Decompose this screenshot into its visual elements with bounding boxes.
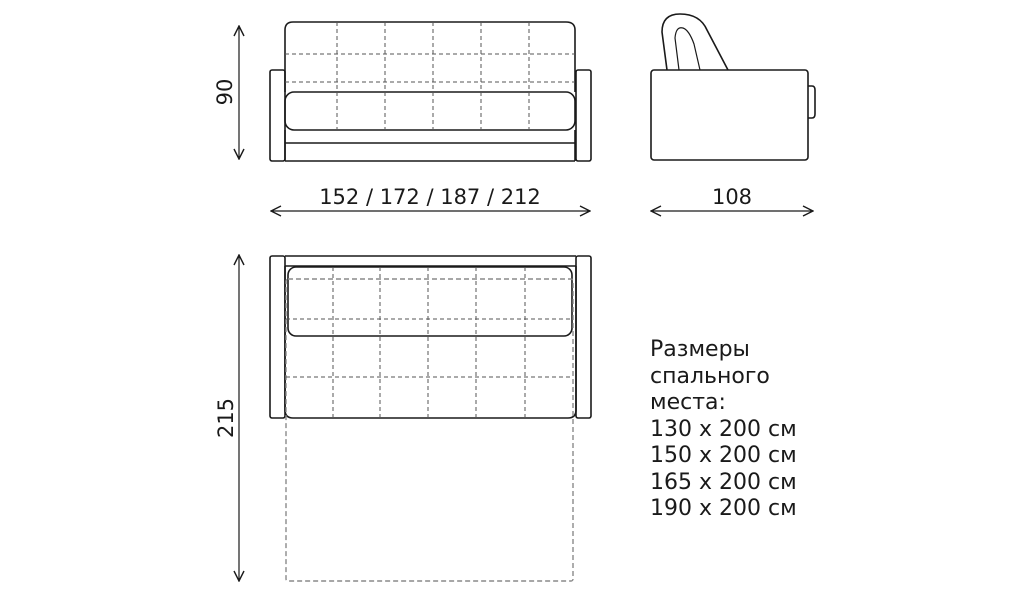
sleeping-area-heading-line-2: спального xyxy=(650,363,770,389)
top-folded-cushion xyxy=(287,266,573,337)
top-tufting-grid xyxy=(286,267,573,418)
side-backrest xyxy=(661,13,729,71)
length-label: 215 xyxy=(214,398,238,438)
front-seat-cushion xyxy=(284,91,576,131)
top-unfolded-bed xyxy=(285,267,574,582)
sleeping-area-heading-line-3: места: xyxy=(650,390,726,415)
side-view xyxy=(650,13,816,161)
sleeping-area-heading-line-1: Размеры xyxy=(650,337,750,362)
height-label: 90 xyxy=(213,79,237,106)
top-right-armrest xyxy=(575,255,592,419)
width-label: 152 / 172 / 187 / 212 xyxy=(319,185,541,209)
side-rear-bump xyxy=(808,85,816,119)
front-tufting-grid xyxy=(285,22,575,130)
side-body xyxy=(650,69,809,161)
sleeping-size-1: 130 x 200 см xyxy=(650,416,797,442)
top-seat-outline xyxy=(284,266,577,419)
sleeping-size-4: 190 x 200 см xyxy=(650,496,797,521)
sleeping-size-3: 165 x 200 см xyxy=(650,469,797,495)
unfolded-bed-outline xyxy=(285,278,574,582)
sleeping-area-info: Размеры спального места: 130 x 200 см 15… xyxy=(650,337,950,523)
top-view xyxy=(269,255,592,419)
front-left-armrest xyxy=(269,69,286,162)
front-back-cushion xyxy=(284,21,576,92)
sleeping-size-2: 150 x 200 см xyxy=(650,443,797,468)
front-right-armrest xyxy=(575,69,592,162)
depth-label: 108 xyxy=(712,185,752,209)
front-view xyxy=(269,21,592,162)
top-left-armrest xyxy=(269,255,286,419)
side-backrest-inner xyxy=(674,27,701,71)
